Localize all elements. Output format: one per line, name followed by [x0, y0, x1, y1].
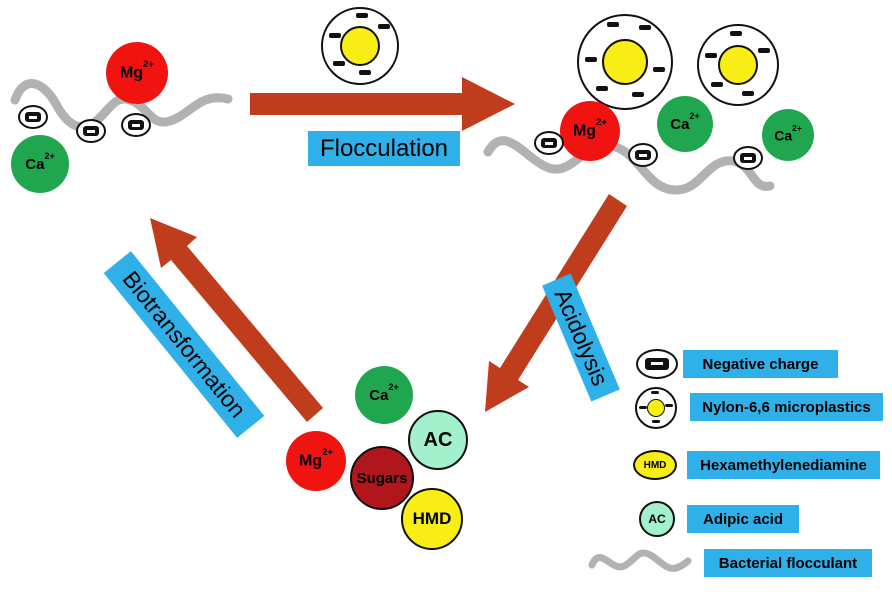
- ion-symbol: Ca: [670, 116, 690, 133]
- ion-charge: 2+: [792, 122, 802, 133]
- charge-dash-icon: [652, 66, 665, 72]
- ion-symbol: Ca: [25, 156, 45, 173]
- nylon-microplastic: [321, 7, 399, 85]
- charge-dash-icon: [652, 420, 661, 424]
- mg-ion: Mg2+: [560, 101, 620, 161]
- microplastic-core-icon: [602, 39, 648, 85]
- charge-dash-icon: [377, 23, 390, 29]
- minus-icon: [131, 123, 141, 127]
- microplastic-core-icon: [340, 26, 380, 66]
- legend-label-hexamethylenediamine: Hexamethylenediamine: [687, 451, 880, 479]
- charge-dash-icon: [758, 47, 771, 53]
- ion-charge: 2+: [388, 381, 399, 392]
- negative-charge-icon: [628, 143, 658, 167]
- ion-label: Mg2+: [298, 447, 333, 470]
- ion-symbol: Mg: [119, 64, 144, 82]
- microplastic-core-icon: [718, 45, 758, 85]
- flocculation-label: Flocculation: [308, 131, 460, 166]
- negative-charge-icon: [534, 131, 564, 155]
- bacterial-flocculant-line-left: [10, 79, 233, 132]
- charge-pill-icon: [127, 120, 145, 130]
- charge-pill-icon: [82, 126, 100, 136]
- charge-dash-icon: [638, 25, 651, 31]
- microplastic-core-icon: [647, 399, 665, 417]
- charge-dash-icon: [711, 82, 724, 88]
- minus-icon: [650, 362, 664, 366]
- charge-pill-icon: [645, 358, 669, 370]
- charge-dash-icon: [741, 90, 754, 96]
- biotransformation-arrow: [150, 218, 323, 422]
- hmd-molecule: HMD: [401, 488, 463, 550]
- minus-icon: [28, 115, 38, 119]
- charge-dash-icon: [333, 60, 346, 66]
- nylon-microplastic: [697, 24, 779, 106]
- negative-charge-icon: [636, 349, 678, 379]
- charge-pill-icon: [540, 138, 558, 148]
- legend-label-microplastics: Nylon-6,6 microplastics: [690, 393, 883, 421]
- adipic-acid-molecule: AC: [408, 410, 468, 470]
- flocculation-arrow: [250, 77, 515, 131]
- charge-dash-icon: [730, 30, 743, 36]
- ion-symbol: Ca: [774, 127, 793, 144]
- ion-label: Ca2+: [369, 382, 398, 404]
- mg-ion: Mg2+: [106, 42, 168, 104]
- nylon-microplastic: [577, 14, 673, 110]
- ion-symbol: Mg: [298, 452, 323, 470]
- ca-ion: Ca2+: [355, 366, 413, 424]
- ion-label: Mg2+: [119, 59, 154, 82]
- minus-icon: [544, 141, 554, 145]
- ion-charge: 2+: [689, 110, 700, 121]
- negative-charge-icon: [18, 105, 48, 129]
- charge-dash-icon: [639, 406, 648, 410]
- ion-charge: 2+: [44, 150, 55, 161]
- legend-label-negative-charge: Negative charge: [683, 350, 838, 378]
- ion-charge: 2+: [143, 59, 155, 71]
- charge-dash-icon: [651, 391, 660, 395]
- ion-symbol: Ca: [369, 387, 389, 404]
- negative-charge-icon: [733, 146, 763, 170]
- legend-label-bacterial-flocculant: Bacterial flocculant: [704, 549, 872, 577]
- charge-dash-icon: [606, 22, 619, 28]
- charge-dash-icon: [358, 69, 371, 75]
- minus-icon: [743, 156, 753, 160]
- charge-pill-icon: [739, 153, 757, 163]
- negative-charge-icon: [121, 113, 151, 137]
- ca-ion: Ca2+: [657, 96, 713, 152]
- sugars-molecule: Sugars: [350, 446, 414, 510]
- charge-dash-icon: [705, 53, 718, 59]
- negative-charge-icon: [76, 119, 106, 143]
- ion-charge: 2+: [596, 117, 608, 129]
- nylon-microplastic-legend-icon: [635, 387, 677, 429]
- ion-label: Ca2+: [670, 111, 699, 133]
- legend-flocculant-line: [588, 549, 692, 572]
- ion-label: Ca2+: [774, 123, 801, 144]
- ion-label: Ca2+: [25, 151, 54, 173]
- charge-pill-icon: [634, 150, 652, 160]
- charge-dash-icon: [585, 57, 598, 63]
- charge-pill-icon: [24, 112, 42, 122]
- hmd-legend-icon: HMD: [633, 450, 677, 480]
- mg-ion: Mg2+: [286, 431, 346, 491]
- charge-dash-icon: [595, 85, 608, 91]
- charge-dash-icon: [355, 13, 368, 19]
- legend-label-adipic-acid: Adipic acid: [687, 505, 799, 533]
- charge-dash-icon: [632, 92, 645, 98]
- minus-icon: [86, 129, 96, 133]
- ca-ion: Ca2+: [762, 109, 814, 161]
- ion-charge: 2+: [322, 447, 334, 459]
- charge-dash-icon: [665, 404, 674, 408]
- charge-dash-icon: [328, 32, 341, 38]
- ion-symbol: Mg: [572, 122, 597, 140]
- ca-ion: Ca2+: [11, 135, 69, 193]
- minus-icon: [638, 153, 648, 157]
- ac-legend-icon: AC: [639, 501, 675, 537]
- ion-label: Mg2+: [572, 117, 607, 140]
